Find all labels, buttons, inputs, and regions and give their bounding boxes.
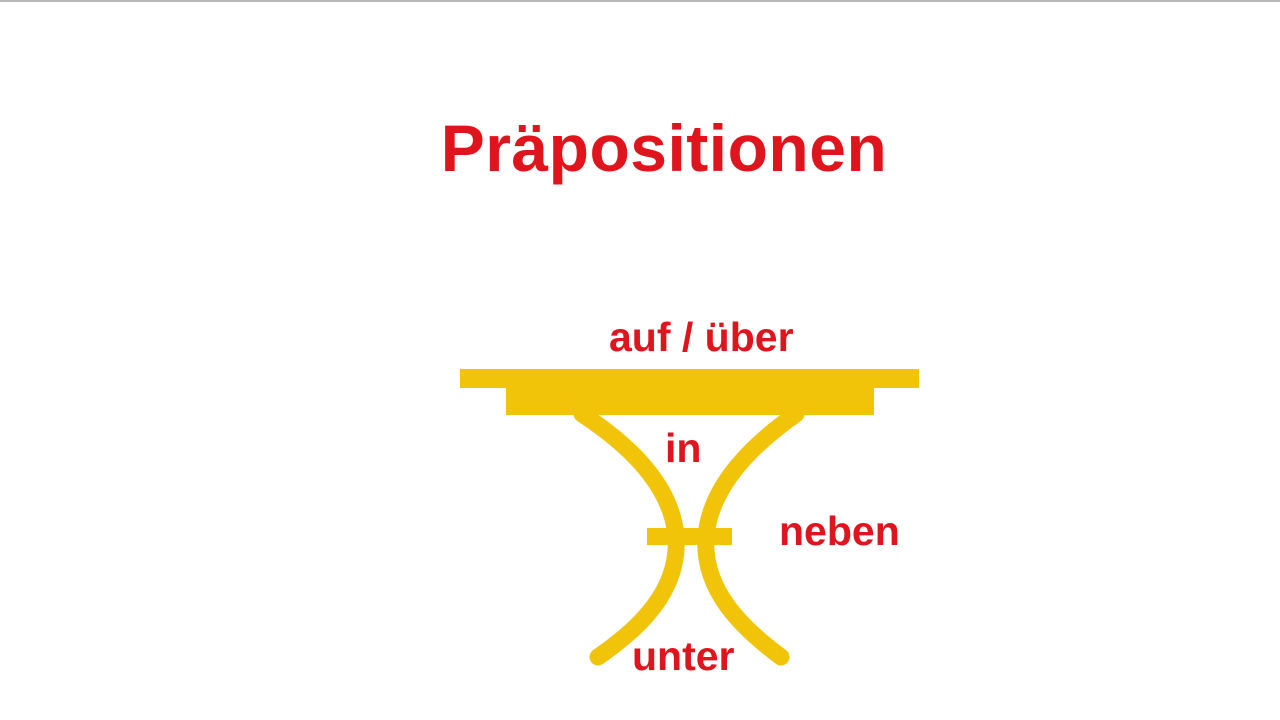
table-apron — [506, 384, 874, 415]
label-neben: neben — [779, 508, 900, 554]
page-title: Präpositionen — [440, 111, 888, 185]
label-in: in — [665, 425, 702, 471]
table-crossbar — [647, 528, 732, 545]
top-border-line — [0, 0, 1280, 2]
table-top — [460, 369, 919, 388]
label-auf-ueber: auf / über — [609, 314, 794, 360]
label-unter: unter — [632, 633, 735, 679]
